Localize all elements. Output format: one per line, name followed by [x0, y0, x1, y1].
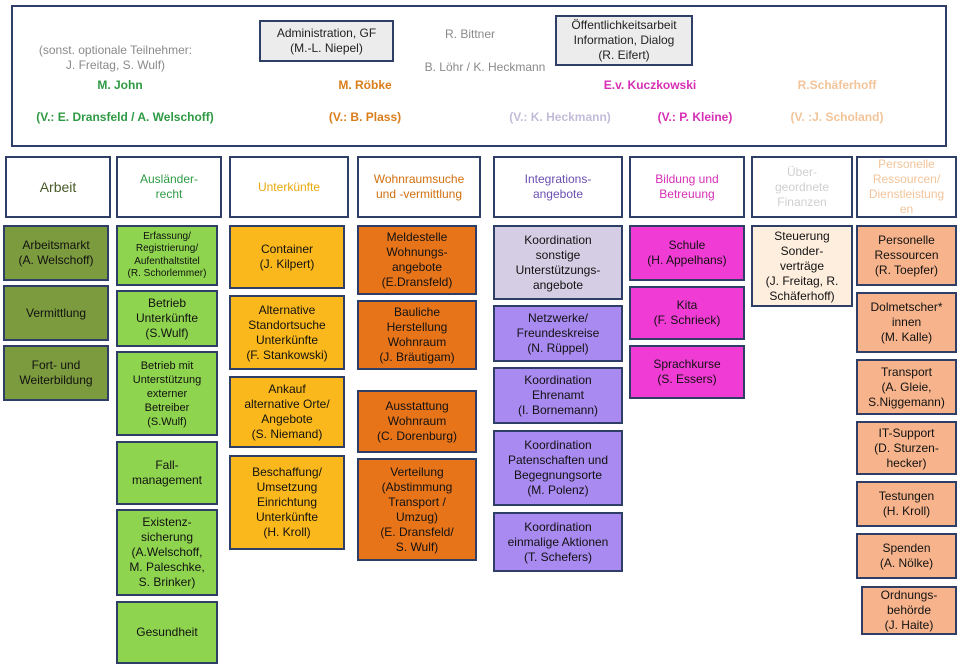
- label: Meldestelle Wohnungs- angebote (E.Dransf…: [381, 230, 453, 289]
- box-netzwerke: Netzwerke/ Freundeskreise (N. Rüppel): [493, 305, 623, 362]
- label: Koordination Ehrenamt (I. Bornemann): [517, 373, 599, 417]
- label: Vermittlung: [25, 305, 87, 320]
- box-fallmanagement: Fall- management: [116, 441, 218, 505]
- box-ordnungsbehoerde: Ordnungs- behörde (J. Haite): [861, 586, 957, 635]
- label: Dolmetscher* innen (M. Kalle): [870, 300, 943, 344]
- lead-deputy-john: (V.: E. Dransfeld / A. Welschoff): [36, 110, 214, 124]
- box-arbeitsmarkt: Arbeitsmarkt (A. Welschoff): [3, 225, 109, 281]
- header-integration: Integrations- angebote: [493, 156, 623, 218]
- box-existenzsicherung: Existenz- sicherung (A.Welschoff, M. Pal…: [116, 509, 218, 596]
- label: Sprachkurse (S. Essers): [653, 357, 721, 386]
- box-vermittlung: Vermittlung: [3, 285, 109, 341]
- box-betrieb-extern: Betrieb mit Unterstützung externer Betre…: [116, 351, 218, 436]
- box-standortsuche: Alternative Standortsuche Unterkünfte (F…: [229, 295, 345, 370]
- label: Gesundheit: [136, 625, 198, 639]
- header-finanzen: Über- geordnete Finanzen: [751, 156, 853, 218]
- box-beschaffung: Beschaffung/ Umsetzung Einrichtung Unter…: [229, 455, 345, 550]
- label: Betrieb Unterkünfte (S.Wulf): [135, 296, 199, 340]
- box-gesundheit: Gesundheit: [116, 601, 218, 664]
- lead-name-john: M. John: [97, 78, 143, 92]
- label: Spenden (A. Nölke): [879, 541, 934, 570]
- box-betrieb-unterkuenfte: Betrieb Unterkünfte (S.Wulf): [116, 290, 218, 347]
- header-arbeit: Arbeit: [5, 156, 111, 218]
- header-personelle-ressourcen: Personelle Ressourcen/ Dienstleistung en: [856, 156, 957, 218]
- label: Arbeitsmarkt (A. Welschoff): [18, 238, 94, 267]
- box-spenden: Spenden (A. Nölke): [856, 533, 957, 579]
- header-personelle-label: Personelle Ressourcen/ Dienstleistung en: [868, 157, 945, 216]
- box-ehrenamt: Koordination Ehrenamt (I. Bornemann): [493, 367, 623, 424]
- label: Kita (F. Schrieck): [653, 298, 721, 327]
- box-patenschaften: Koordination Patenschaften und Begegnung…: [493, 430, 623, 506]
- header-wohnraum-label: Wohnraumsuche und -vermittlung: [373, 172, 465, 201]
- admin-label: Administration, GF (M.-L. Niepel): [276, 26, 377, 55]
- label: Beschaffung/ Umsetzung Einrichtung Unter…: [252, 465, 322, 539]
- box-schule: Schule (H. Appelhans): [629, 225, 745, 281]
- label: Ordnungs- behörde (J. Haite): [880, 588, 938, 632]
- public-relations-box: Öffentlichkeitsarbeit Information, Dialo…: [555, 15, 693, 66]
- admin-box: Administration, GF (M.-L. Niepel): [259, 20, 394, 62]
- lead-name-kuczkowski: E.v. Kuczkowski: [603, 78, 697, 92]
- label: Alternative Standortsuche Unterkünfte (F…: [246, 302, 328, 362]
- box-koordination-sonstige: Koordination sonstige Unterstützungs- an…: [493, 225, 623, 300]
- box-erfassung: Erfassung/ Registrierung/ Aufenthaltstit…: [116, 225, 218, 286]
- label: Ausstattung Wohnraum (C. Dorenburg): [376, 399, 458, 443]
- label: Erfassung/ Registrierung/ Aufenthaltstit…: [127, 230, 207, 280]
- optional-participants: (sonst. optionale Teilnehmer: J. Freitag…: [38, 43, 193, 72]
- box-bauliche-herstellung: Bauliche Herstellung Wohnraum (J. Bräuti…: [357, 300, 477, 370]
- box-container: Container (J. Kilpert): [229, 225, 345, 289]
- label: Koordination sonstige Unterstützungs- an…: [515, 232, 601, 292]
- header-arbeit-label: Arbeit: [39, 178, 77, 195]
- box-ausstattung: Ausstattung Wohnraum (C. Dorenburg): [357, 390, 477, 453]
- label: Koordination Patenschaften und Begegnung…: [507, 438, 609, 497]
- label: Koordination einmalige Aktionen (T. Sche…: [507, 519, 609, 564]
- box-transport: Transport (A. Gleie, S.Niggemann): [856, 359, 957, 415]
- loehr-heckmann-label: B. Löhr / K. Heckmann: [424, 60, 546, 74]
- label: Betrieb mit Unterstützung externer Betre…: [132, 359, 202, 428]
- header-unterkuenfte: Unterkünfte: [229, 156, 349, 218]
- header-auslaenderrecht: Ausländer- recht: [116, 156, 222, 218]
- header-auslaenderrecht-label: Ausländer- recht: [139, 172, 199, 201]
- public-relations-label: Öffentlichkeitsarbeit Information, Dialo…: [571, 18, 677, 62]
- box-einmalige-aktionen: Koordination einmalige Aktionen (T. Sche…: [493, 512, 623, 572]
- lead-deputy-schaeferhoff: (V. :J. Scholand): [790, 110, 884, 124]
- header-finanzen-label: Über- geordnete Finanzen: [774, 164, 830, 209]
- box-personelle-ressourcen: Personelle Ressourcen (R. Toepfer): [856, 225, 957, 286]
- lead-deputy-kuczkowski: (V.: P. Kleine): [657, 110, 733, 124]
- label: Existenz- sicherung (A.Welschoff, M. Pal…: [129, 515, 205, 589]
- leadership-frame: [11, 5, 947, 147]
- box-verteilung: Verteilung (Abstimmung Transport / Umzug…: [357, 458, 477, 561]
- label: Testungen (H. Kroll): [878, 489, 935, 518]
- lead-deputy-heckmann: (V.: K. Heckmann): [509, 110, 611, 124]
- label: Fort- und Weiterbildung: [19, 358, 93, 387]
- lead-name-schaeferhoff: R.Schäferhoff: [797, 78, 877, 92]
- box-meldestelle: Meldestelle Wohnungs- angebote (E.Dransf…: [357, 225, 477, 295]
- box-dolmetscher: Dolmetscher* innen (M. Kalle): [856, 292, 957, 353]
- label: Steuerung Sonder- verträge (J. Freitag, …: [765, 228, 839, 303]
- box-fortbildung: Fort- und Weiterbildung: [3, 345, 109, 401]
- label: Verteilung (Abstimmung Transport / Umzug…: [380, 464, 454, 554]
- header-integration-label: Integrations- angebote: [524, 172, 592, 201]
- label: Schule (H. Appelhans): [647, 238, 727, 267]
- label: Container (J. Kilpert): [259, 242, 315, 271]
- header-bildung-label: Bildung und Betreuung: [655, 172, 719, 201]
- header-wohnraum: Wohnraumsuche und -vermittlung: [357, 156, 481, 218]
- header-unterkuenfte-label: Unterkünfte: [257, 179, 321, 194]
- label: IT-Support (D. Sturzen- hecker): [874, 425, 939, 470]
- box-ankauf: Ankauf alternative Orte/ Angebote (S. Ni…: [229, 376, 345, 448]
- label: Fall- management: [131, 458, 203, 487]
- label: Bauliche Herstellung Wohnraum (J. Bräuti…: [379, 305, 455, 364]
- header-bildung: Bildung und Betreuung: [629, 156, 745, 218]
- box-kita: Kita (F. Schrieck): [629, 286, 745, 340]
- label: Netzwerke/ Freundeskreise (N. Rüppel): [516, 311, 600, 355]
- bittner-label: R. Bittner: [444, 27, 495, 41]
- box-steuerung: Steuerung Sonder- verträge (J. Freitag, …: [751, 225, 853, 307]
- label: Transport (A. Gleie, S.Niggemann): [868, 364, 945, 409]
- label: Ankauf alternative Orte/ Angebote (S. Ni…: [244, 382, 330, 441]
- box-sprachkurse: Sprachkurse (S. Essers): [629, 345, 745, 399]
- box-testungen: Testungen (H. Kroll): [856, 481, 957, 527]
- lead-name-roebke: M. Röbke: [338, 78, 392, 92]
- label: Personelle Ressourcen (R. Toepfer): [874, 233, 939, 277]
- lead-deputy-roebke: (V.: B. Plass): [328, 110, 402, 124]
- box-it-support: IT-Support (D. Sturzen- hecker): [856, 421, 957, 475]
